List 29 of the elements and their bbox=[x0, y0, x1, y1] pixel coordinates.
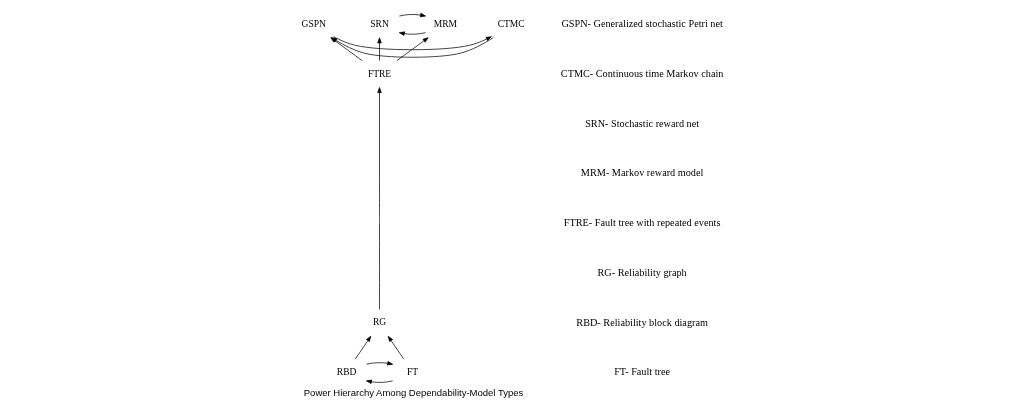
label: MRM- Markov reward model bbox=[580, 167, 703, 179]
node-text: SRN bbox=[369, 18, 389, 29]
label: SRN- Stochastic reward net bbox=[584, 117, 699, 129]
arrow bbox=[365, 379, 393, 384]
label: FTRE- Fault tree with repeated events bbox=[563, 217, 720, 229]
arrow bbox=[365, 361, 393, 366]
node-text: GSPN bbox=[301, 18, 326, 29]
arrow bbox=[332, 36, 492, 51]
node-text: RBD bbox=[336, 367, 356, 378]
arrow bbox=[330, 37, 363, 62]
label: RBD- Reliability block diagram bbox=[575, 316, 708, 328]
node-text: FT bbox=[406, 367, 418, 378]
node-text: RG bbox=[372, 317, 386, 328]
arrow bbox=[376, 87, 382, 310]
label: RG- Reliability graph bbox=[596, 266, 687, 278]
label: FT- Fault tree bbox=[613, 366, 670, 378]
node-text: CTMC bbox=[497, 18, 525, 29]
arrow bbox=[398, 31, 426, 36]
arrow bbox=[330, 37, 494, 58]
arrow bbox=[395, 37, 429, 62]
label: GSPN- Generalized stochastic Petri net bbox=[560, 18, 723, 30]
label: CTMC- Continuous time Markov chain bbox=[560, 67, 723, 79]
arrow bbox=[354, 335, 371, 360]
node-text: FTRE bbox=[367, 68, 391, 79]
caption: Power Hierarchy Among Dependability-Model Types bbox=[303, 387, 523, 399]
node-text: MRM bbox=[433, 18, 457, 29]
arrow bbox=[398, 12, 426, 18]
arrow bbox=[387, 335, 404, 360]
arrow bbox=[376, 37, 382, 62]
